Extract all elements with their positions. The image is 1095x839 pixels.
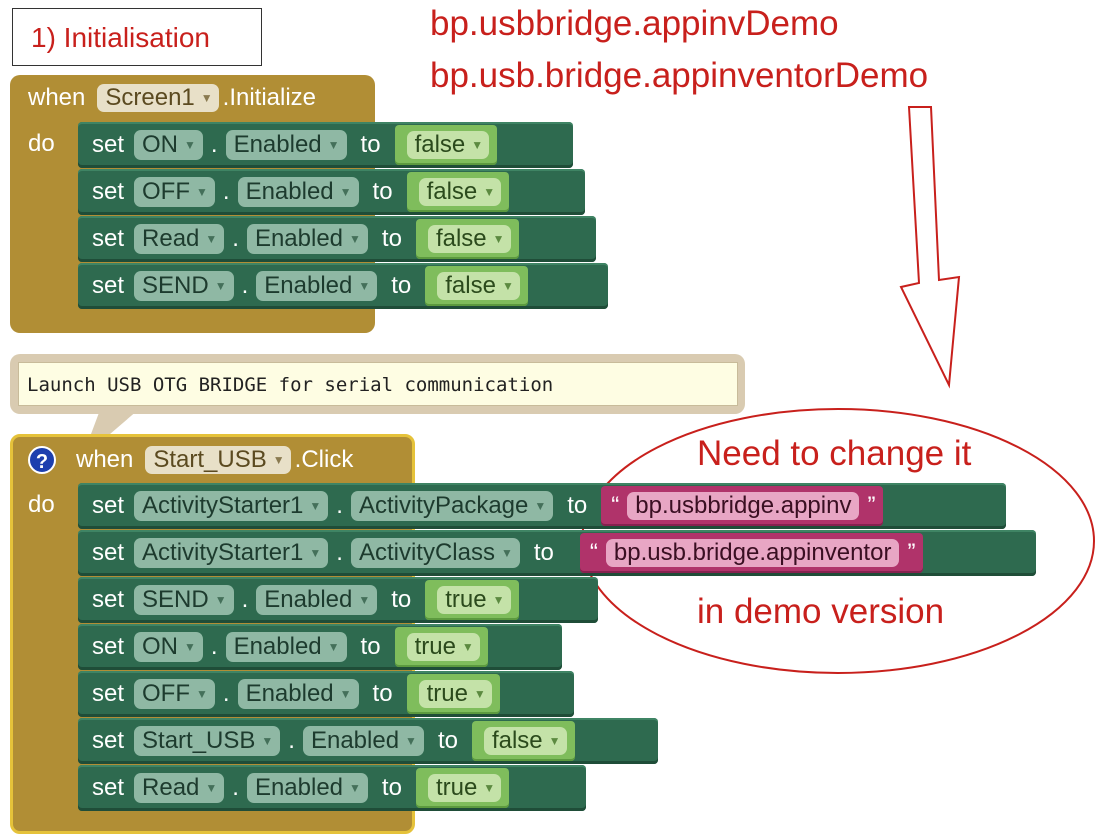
component-dropdown: ActivityStarter1▼ <box>134 491 329 521</box>
logic-value-block[interactable]: false▼ <box>406 172 510 212</box>
logic-value-block[interactable]: true▼ <box>406 674 500 714</box>
chevron-down-icon: ▼ <box>327 138 340 152</box>
chevron-down-icon: ▼ <box>196 687 208 701</box>
when-keyword: when <box>28 84 86 111</box>
property-dropdown: Enabled▼ <box>237 679 359 709</box>
component-dropdown: ON▼ <box>134 632 203 662</box>
chevron-down-icon: ▼ <box>483 185 496 199</box>
chevron-down-icon: ▼ <box>548 734 561 748</box>
screen-initialize-header: when Screen1▼ .Initialize <box>28 78 316 118</box>
section-title: 1) Initialisation <box>12 8 262 66</box>
chevron-down-icon: ▼ <box>492 593 505 607</box>
chevron-down-icon: ▼ <box>461 640 474 654</box>
initialize-event-label: .Initialize <box>222 84 317 111</box>
property-dropdown: Enabled▼ <box>237 177 359 207</box>
set-send-enabled-statement[interactable]: set SEND▼ . Enabled▼ to false▼ <box>78 263 608 309</box>
chevron-down-icon: ▼ <box>358 279 371 293</box>
property-dropdown: Enabled▼ <box>225 130 347 160</box>
chevron-down-icon: ▼ <box>196 185 208 199</box>
property-dropdown: Enabled▼ <box>225 632 347 662</box>
chevron-down-icon: ▼ <box>405 734 417 748</box>
do-keyword: do <box>28 130 55 157</box>
logic-value-block[interactable]: true▼ <box>394 627 488 667</box>
chevron-down-icon: ▼ <box>214 279 227 293</box>
set-off-enabled-statement[interactable]: set OFF▼ . Enabled▼ to false▼ <box>78 169 585 215</box>
component-dropdown: SEND▼ <box>134 585 234 615</box>
start-usb-click-header: when Start_USB▼ .Click <box>76 440 353 480</box>
start-usb-dropdown[interactable]: Start_USB▼ <box>145 446 291 474</box>
text-value-block[interactable]: “bp.usbbridge.appinv” <box>601 486 884 526</box>
down-arrow-icon <box>899 106 961 389</box>
chevron-down-icon: ▼ <box>309 546 322 560</box>
chevron-down-icon: ▼ <box>358 593 371 607</box>
logic-value-block[interactable]: true▼ <box>425 580 519 620</box>
annotation-demo-class: bp.usb.bridge.appinventorDemo <box>430 56 929 95</box>
chevron-down-icon: ▼ <box>309 499 322 513</box>
set-start-usb-enabled-statement[interactable]: set Start_USB▼ . Enabled▼ to false▼ <box>78 718 658 764</box>
set-activity-package-statement[interactable]: set ActivityStarter1▼ . ActivityPackage▼… <box>78 483 1006 529</box>
block-comment-bubble[interactable]: Launch USB OTG BRIDGE for serial communi… <box>10 354 745 414</box>
property-dropdown: Enabled▼ <box>256 585 378 615</box>
set-on-enabled-statement[interactable]: set ON▼ . Enabled▼ to false▼ <box>78 122 573 168</box>
screen1-dropdown[interactable]: Screen1▼ <box>97 84 219 112</box>
property-dropdown: Enabled▼ <box>246 773 368 803</box>
component-dropdown: SEND▼ <box>134 271 234 301</box>
property-dropdown: ActivityPackage▼ <box>350 491 554 521</box>
chevron-down-icon: ▼ <box>184 640 196 654</box>
set-read-enabled-statement[interactable]: set Read▼ . Enabled▼ to true▼ <box>78 765 586 811</box>
property-dropdown: Enabled▼ <box>256 271 378 301</box>
annotation-demo-note: in demo version <box>697 592 945 631</box>
chevron-down-icon: ▼ <box>349 781 361 795</box>
annotation-change-note: Need to change it <box>697 434 972 473</box>
component-dropdown: Start_USB▼ <box>134 726 281 756</box>
click-event-label: .Click <box>294 446 354 473</box>
property-dropdown: ActivityClass▼ <box>350 538 520 568</box>
component-dropdown: Read▼ <box>134 773 225 803</box>
component-dropdown: OFF▼ <box>134 679 215 709</box>
component-dropdown: OFF▼ <box>134 177 215 207</box>
do-keyword: do <box>28 491 55 518</box>
chevron-down-icon: ▼ <box>471 138 484 152</box>
chevron-down-icon: ▼ <box>327 640 340 654</box>
chevron-down-icon: ▼ <box>184 138 196 152</box>
set-on-enabled-statement[interactable]: set ON▼ . Enabled▼ to true▼ <box>78 624 562 670</box>
chevron-down-icon: ▼ <box>200 91 213 105</box>
question-icon[interactable]: ? <box>28 446 56 474</box>
set-read-enabled-statement[interactable]: set Read▼ . Enabled▼ to false▼ <box>78 216 596 262</box>
logic-value-block[interactable]: false▼ <box>471 721 575 761</box>
chevron-down-icon: ▼ <box>205 781 218 795</box>
chevron-down-icon: ▼ <box>214 593 227 607</box>
chevron-down-icon: ▼ <box>272 453 285 467</box>
component-dropdown: Read▼ <box>134 224 225 254</box>
annotation-demo-package: bp.usbbridge.appinvDemo <box>430 4 839 43</box>
component-dropdown: ON▼ <box>134 130 203 160</box>
chevron-down-icon: ▼ <box>473 687 486 701</box>
logic-value-block[interactable]: false▼ <box>415 219 519 259</box>
chevron-down-icon: ▼ <box>501 546 513 560</box>
chevron-down-icon: ▼ <box>492 232 505 246</box>
when-keyword: when <box>76 446 134 473</box>
set-send-enabled-statement[interactable]: set SEND▼ . Enabled▼ to true▼ <box>78 577 598 623</box>
logic-value-block[interactable]: true▼ <box>415 768 510 808</box>
component-dropdown: ActivityStarter1▼ <box>134 538 329 568</box>
text-value-block[interactable]: “bp.usb.bridge.appinventor” <box>579 533 924 573</box>
chevron-down-icon: ▼ <box>205 232 218 246</box>
property-dropdown: Enabled▼ <box>302 726 424 756</box>
logic-value-block[interactable]: false▼ <box>394 125 498 165</box>
set-off-enabled-statement[interactable]: set OFF▼ . Enabled▼ to true▼ <box>78 671 574 717</box>
chevron-down-icon: ▼ <box>339 687 352 701</box>
logic-value-block[interactable]: false▼ <box>425 266 528 306</box>
chevron-down-icon: ▼ <box>261 734 274 748</box>
chevron-down-icon: ▼ <box>349 232 361 246</box>
chevron-down-icon: ▼ <box>501 279 514 293</box>
comment-text[interactable]: Launch USB OTG BRIDGE for serial communi… <box>18 362 738 406</box>
chevron-down-icon: ▼ <box>483 781 496 795</box>
property-dropdown: Enabled▼ <box>246 224 368 254</box>
set-activity-class-statement[interactable]: set ActivityStarter1▼ . ActivityClass▼ t… <box>78 530 1036 576</box>
chevron-down-icon: ▼ <box>339 185 352 199</box>
chevron-down-icon: ▼ <box>534 499 547 513</box>
